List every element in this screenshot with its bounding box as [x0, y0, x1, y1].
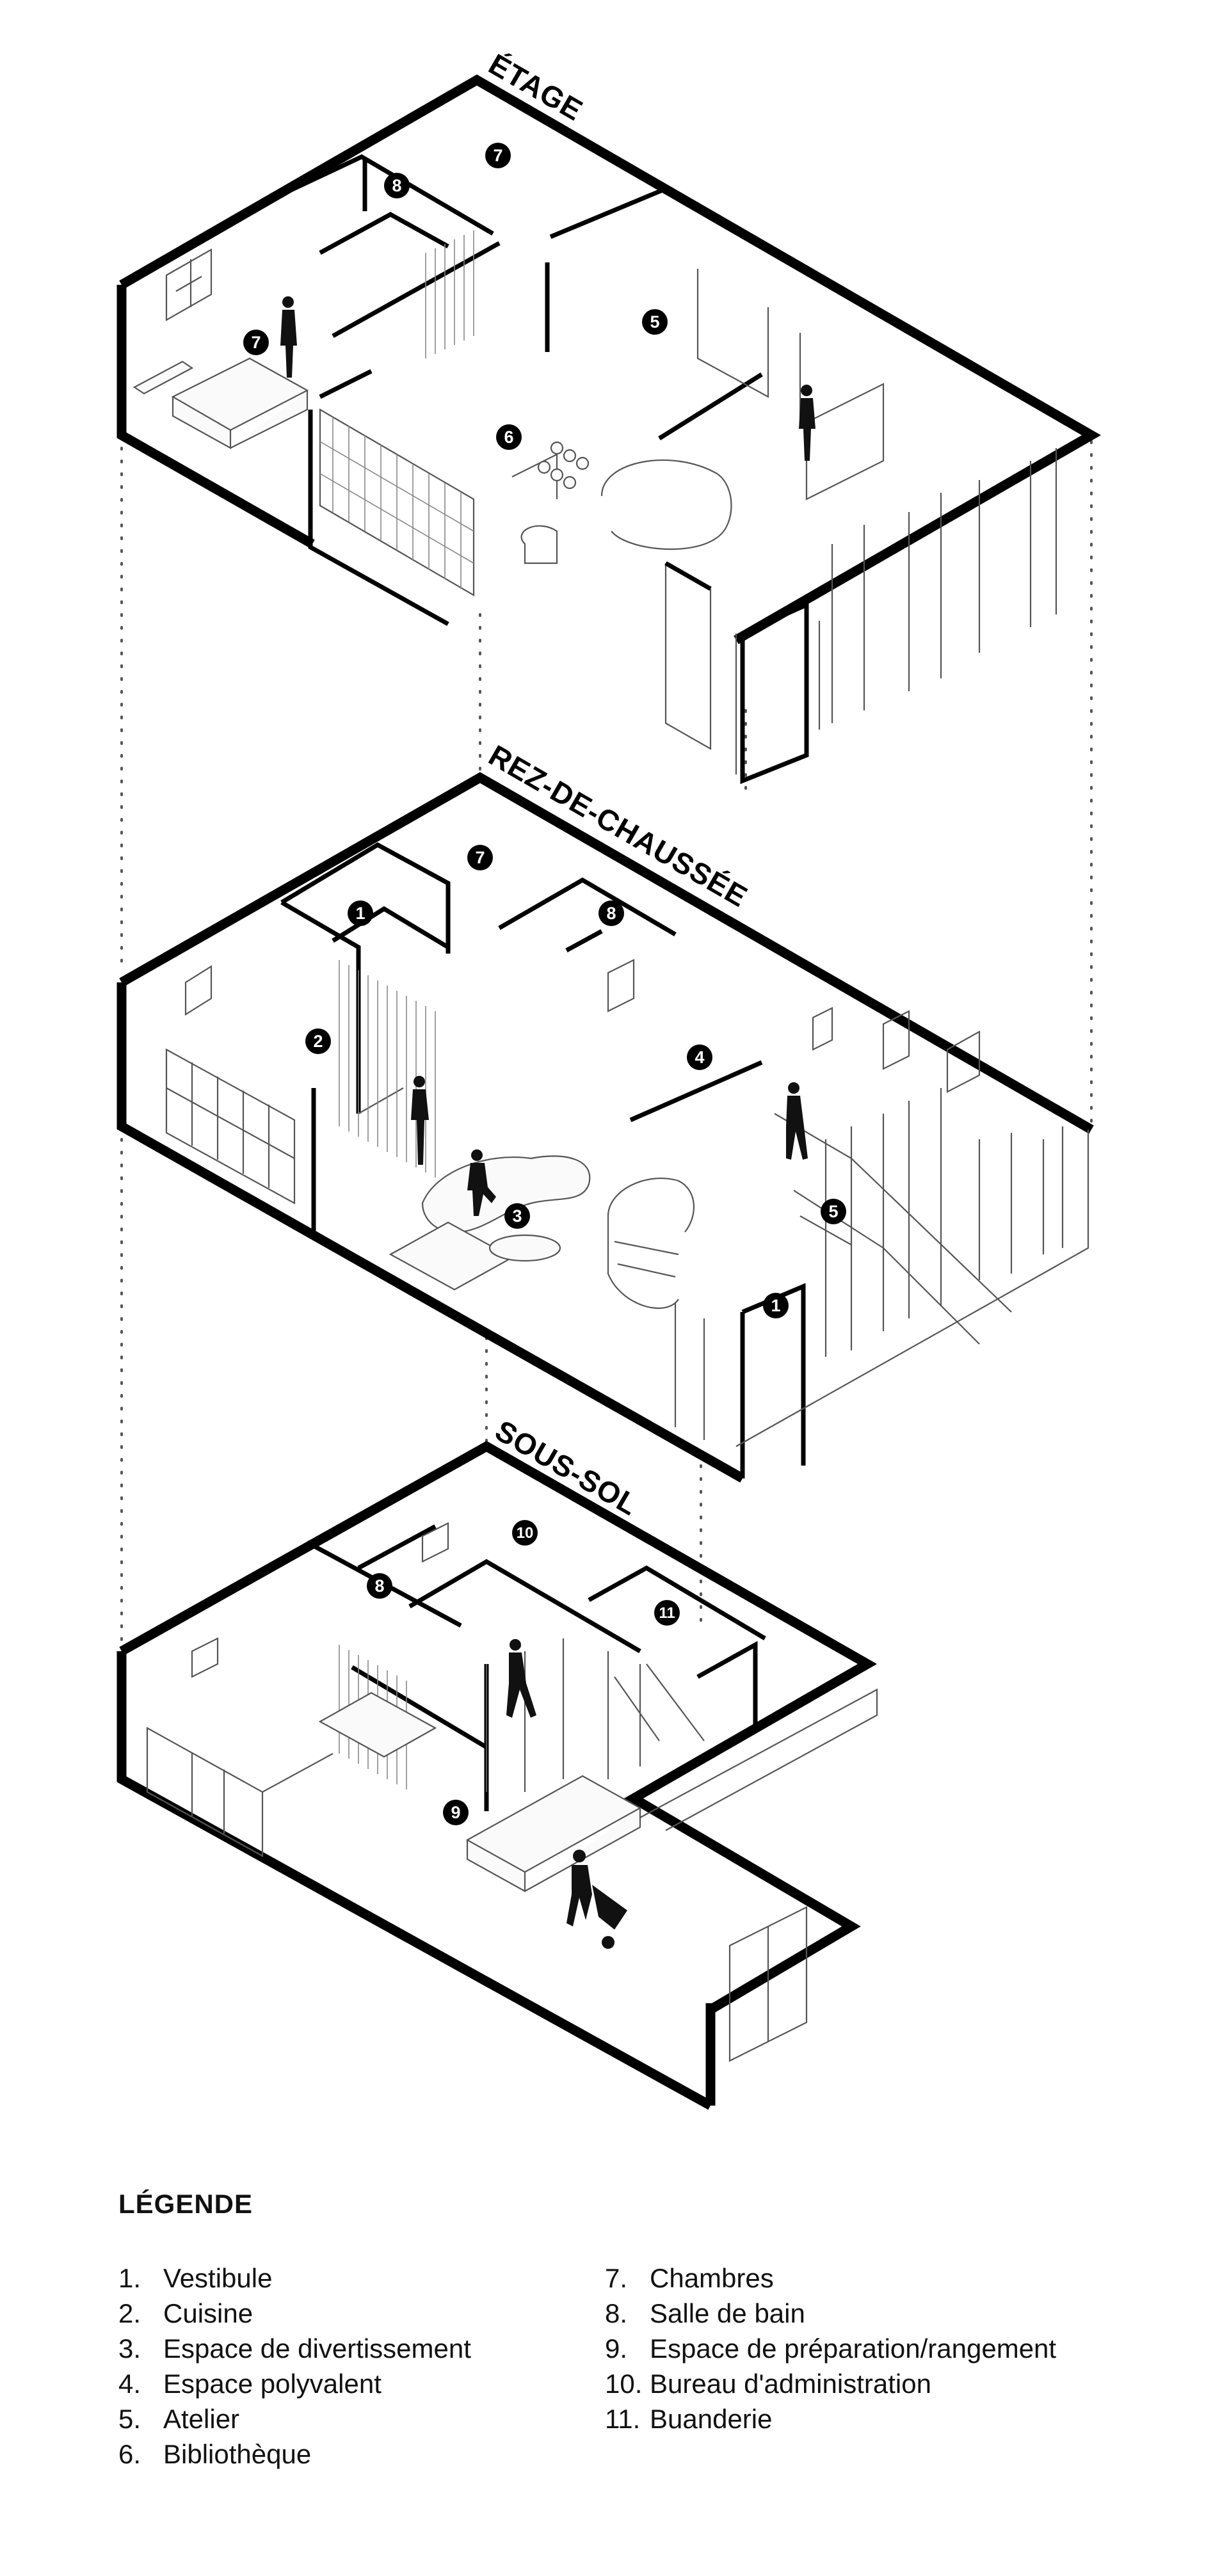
legend-item: 10.Bureau d'administration — [605, 2369, 931, 2399]
marker-atelier: 5 — [642, 309, 668, 335]
svg-text:1: 1 — [771, 1296, 780, 1315]
svg-text:8: 8 — [606, 904, 616, 923]
marker-bibliotheque: 6 — [496, 424, 522, 450]
person-icon — [506, 1639, 536, 1718]
marker-chambres: 7 — [243, 330, 269, 355]
marker-bureau-d-administration: 10 — [512, 1520, 538, 1546]
marker-espace-polyvalent: 4 — [687, 1044, 712, 1070]
chairs-etage — [537, 441, 590, 490]
marker-buanderie: 11 — [654, 1600, 680, 1626]
legend-item: 1.Vestibule — [118, 2263, 273, 2293]
legend-item: 9.Espace de préparation/rangement — [605, 2333, 1057, 2364]
legend-item: 2.Cuisine — [118, 2298, 253, 2328]
marker-cuisine: 2 — [305, 1028, 331, 1054]
legend: LÉGENDE 1.Vestibule 2.Cuisine 3.Espace d… — [118, 2189, 1175, 2477]
marker-chambres: 7 — [485, 143, 511, 168]
floor-sous-sol: SOUS-SOL — [116, 1414, 878, 2110]
svg-text:8: 8 — [374, 1576, 384, 1596]
person-with-cart-icon — [566, 1850, 627, 1949]
legend-item: 8.Salle de bain — [605, 2298, 805, 2328]
svg-text:7: 7 — [251, 333, 261, 352]
svg-text:7: 7 — [493, 146, 502, 165]
marker-salle-de-bain: 8 — [598, 900, 624, 926]
svg-text:4: 4 — [695, 1048, 704, 1067]
marker-chambres: 7 — [467, 845, 493, 870]
legend-column-right: 7.Chambres 8.Salle de bain 9.Espace de p… — [605, 2260, 1056, 2436]
legend-column-left: 1.Vestibule 2.Cuisine 3.Espace de divert… — [118, 2260, 471, 2472]
legend-item: 4.Espace polyvalent — [118, 2369, 382, 2399]
marker-salle-de-bain: 8 — [367, 1573, 392, 1599]
marker-vestibule: 1 — [763, 1293, 789, 1318]
svg-text:8: 8 — [392, 176, 401, 195]
person-icon — [799, 385, 815, 461]
svg-text:6: 6 — [504, 428, 513, 447]
svg-text:7: 7 — [475, 848, 485, 867]
floor-label-sous-sol: SOUS-SOL — [490, 1414, 644, 1522]
legend-item: 3.Espace de divertissement — [118, 2333, 471, 2364]
svg-text:3: 3 — [512, 1206, 522, 1226]
floor-label-rdc: REZ-DE-CHAUSSÉE — [483, 739, 753, 914]
legend-item: 11.Buanderie — [605, 2404, 773, 2434]
marker-salle-de-bain: 8 — [384, 173, 410, 198]
svg-text:9: 9 — [451, 1803, 460, 1822]
floor-etage: ÉTAGE — [116, 47, 1101, 785]
svg-text:10: 10 — [517, 1524, 534, 1542]
svg-text:2: 2 — [313, 1032, 323, 1051]
svg-text:1: 1 — [355, 904, 365, 923]
svg-text:5: 5 — [828, 1202, 838, 1221]
alignment-dotted-lines — [120, 421, 1093, 1652]
legend-item: 5.Atelier — [118, 2404, 240, 2434]
person-icon — [280, 296, 297, 378]
svg-text:5: 5 — [650, 312, 659, 332]
svg-text:11: 11 — [659, 1604, 675, 1622]
room-number-markers: 7 8 7 5 6 7 1 8 2 4 3 5 1 10 8 11 9 — [243, 143, 846, 1825]
floor-rdc: REZ-DE-CHAUSSÉE — [116, 739, 1094, 1483]
marker-atelier: 5 — [821, 1199, 846, 1224]
person-icon — [411, 1076, 429, 1165]
legend-title: LÉGENDE — [118, 2189, 253, 2219]
person-icon — [786, 1082, 808, 1160]
marker-espace-de-divertissement: 3 — [504, 1203, 530, 1229]
axonometric-drawing: ÉTAGE REZ-DE-CHAUSSÉE — [116, 47, 1101, 2110]
person-icon — [467, 1149, 496, 1216]
legend-item: 6.Bibliothèque — [118, 2439, 312, 2469]
legend-item: 7.Chambres — [605, 2263, 774, 2293]
marker-vestibule: 1 — [348, 900, 373, 926]
marker-espace-de-preparation: 9 — [443, 1800, 469, 1825]
